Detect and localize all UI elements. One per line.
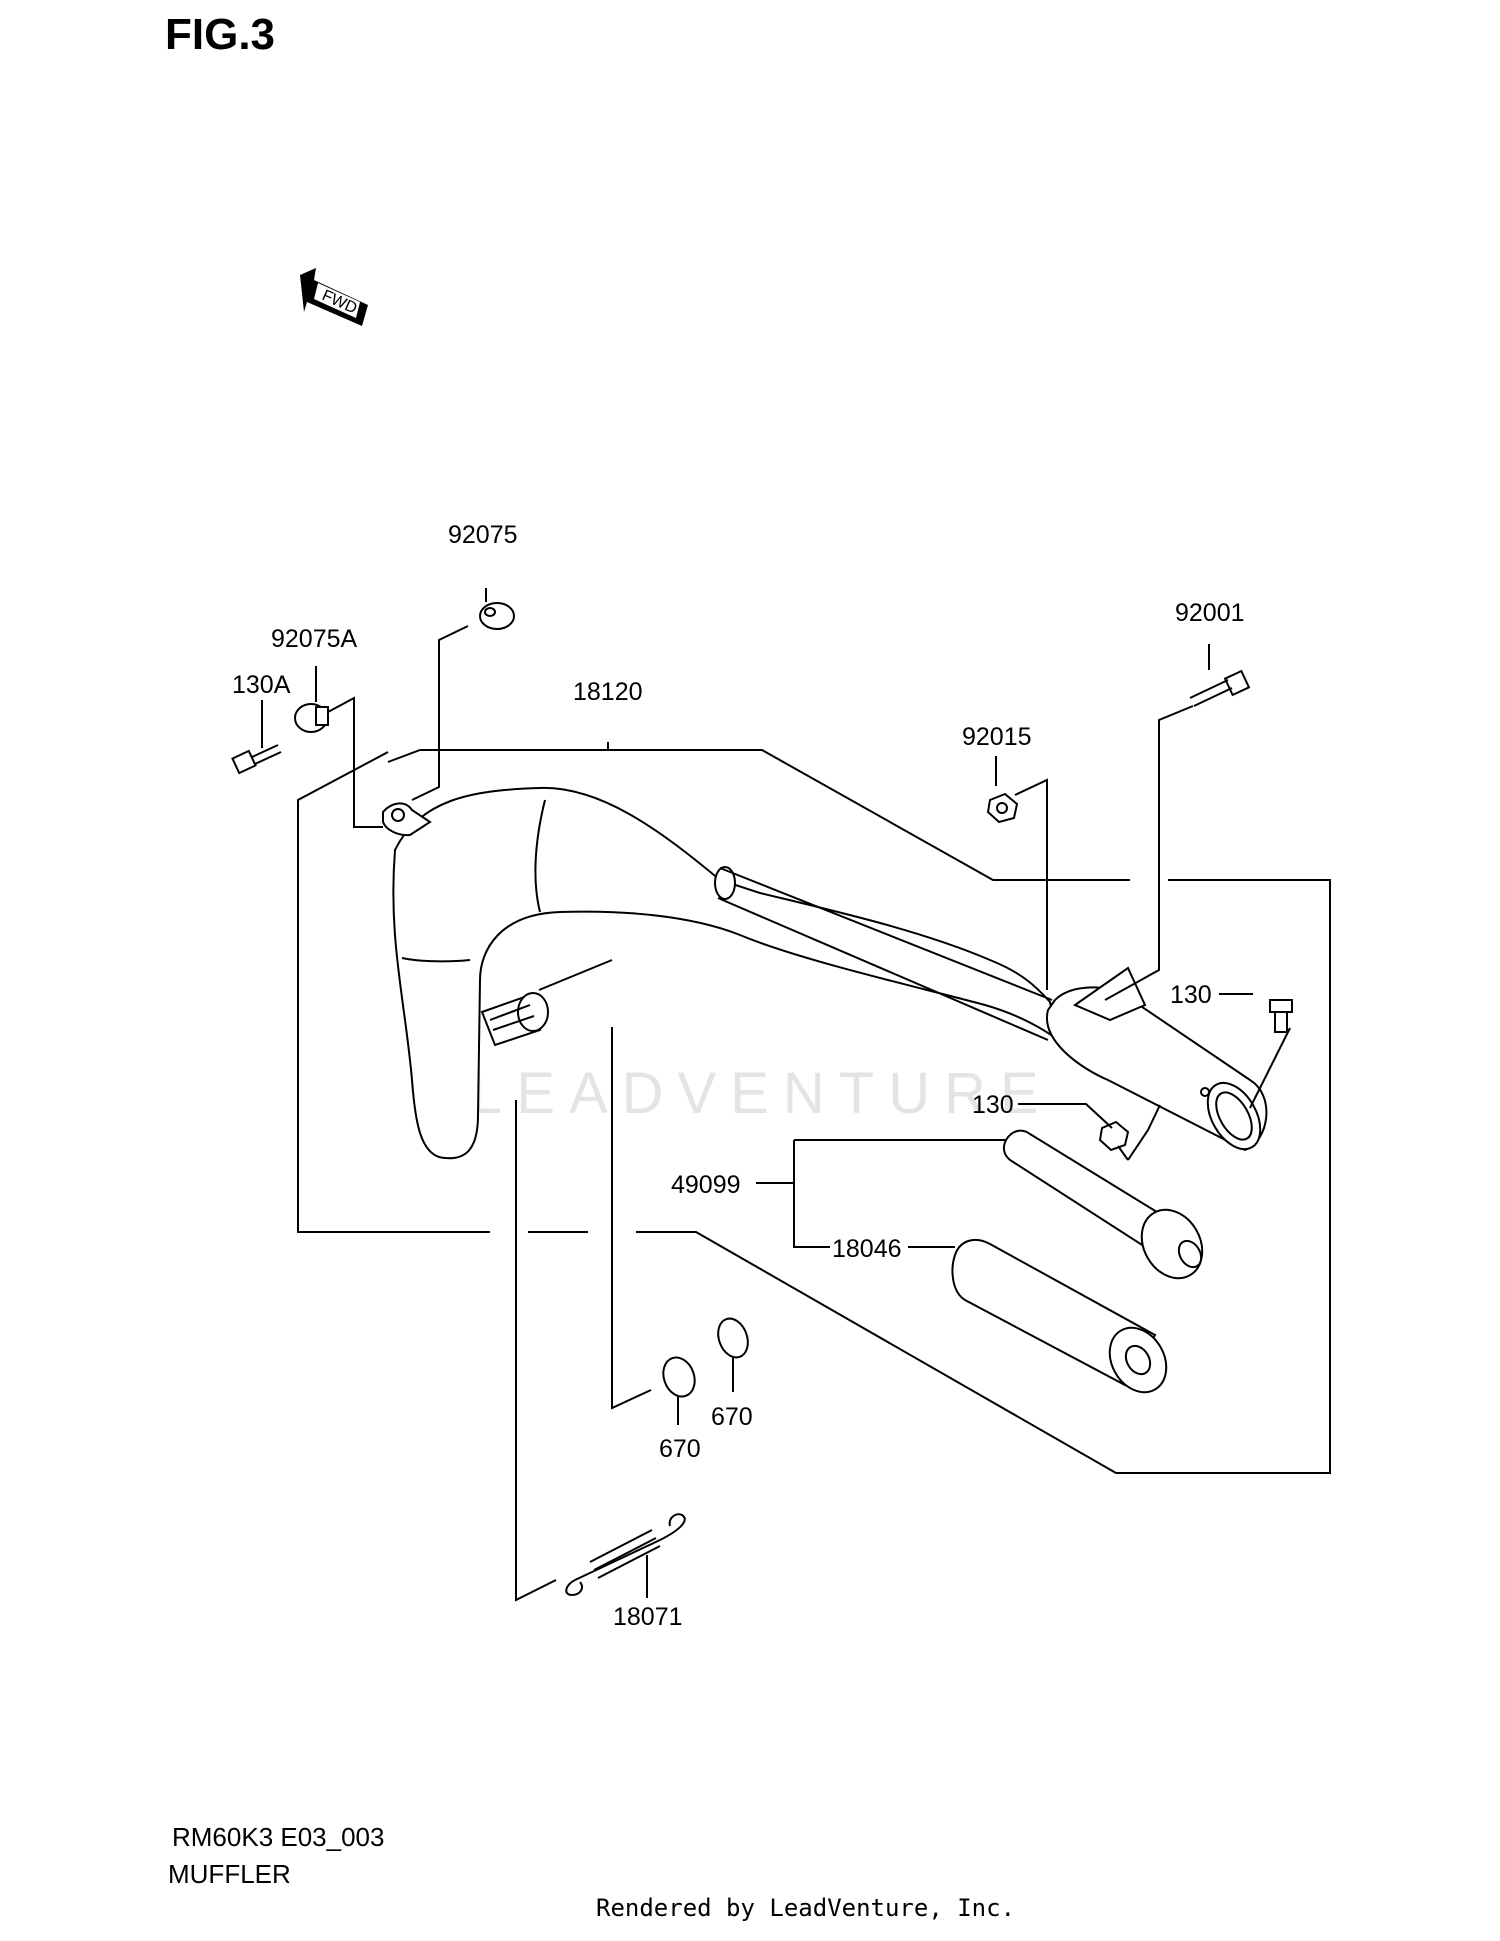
grommet-92075 xyxy=(479,602,515,630)
callout-18120: 18120 xyxy=(573,678,643,706)
collar-92075A xyxy=(294,703,329,733)
spark-arrester-49099 xyxy=(1002,1129,1204,1280)
callout-49099: 49099 xyxy=(671,1171,741,1199)
packing-18046 xyxy=(951,1239,1168,1394)
model-code: RM60K3 E03_003 xyxy=(172,1822,385,1852)
watermark: LEADVENTURE xyxy=(470,1061,1053,1126)
callout-92075: 92075 xyxy=(448,521,518,549)
bolt-130-lower xyxy=(1098,1120,1130,1161)
forward-arrow-icon: FWD xyxy=(300,268,368,326)
callout-18071: 18071 xyxy=(613,1603,683,1631)
spring-18071 xyxy=(565,1513,686,1597)
bolt-130A xyxy=(231,744,282,775)
callout-92015: 92015 xyxy=(962,723,1032,751)
leader-lines xyxy=(261,588,1291,1602)
exhaust-pipe xyxy=(382,786,1060,1160)
o-ring-670-right xyxy=(717,1317,749,1359)
callout-18046: 18046 xyxy=(832,1235,902,1263)
silencer xyxy=(1045,966,1268,1152)
callout-labels: 92075 92075A 130A 18120 92001 92015 130 … xyxy=(232,521,1245,1631)
section-name: MUFFLER xyxy=(168,1859,291,1889)
o-ring-670-left xyxy=(662,1356,696,1398)
assembly-outline xyxy=(297,742,1331,1474)
callout-670-left: 670 xyxy=(659,1435,701,1463)
inlet-spigot xyxy=(480,992,549,1047)
bolt-92001 xyxy=(1189,669,1251,707)
callout-92001: 92001 xyxy=(1175,599,1245,627)
callout-130-upper: 130 xyxy=(1170,981,1212,1009)
nut-92015 xyxy=(986,792,1019,824)
figure-title: FIG.3 xyxy=(165,10,276,59)
callout-92075A: 92075A xyxy=(271,625,358,653)
render-credit: Rendered by LeadVenture, Inc. xyxy=(596,1894,1016,1922)
callout-130-lower: 130 xyxy=(972,1091,1014,1119)
bolt-130-upper xyxy=(1269,999,1293,1033)
callout-670-right: 670 xyxy=(711,1403,753,1431)
callout-130A: 130A xyxy=(232,671,291,699)
